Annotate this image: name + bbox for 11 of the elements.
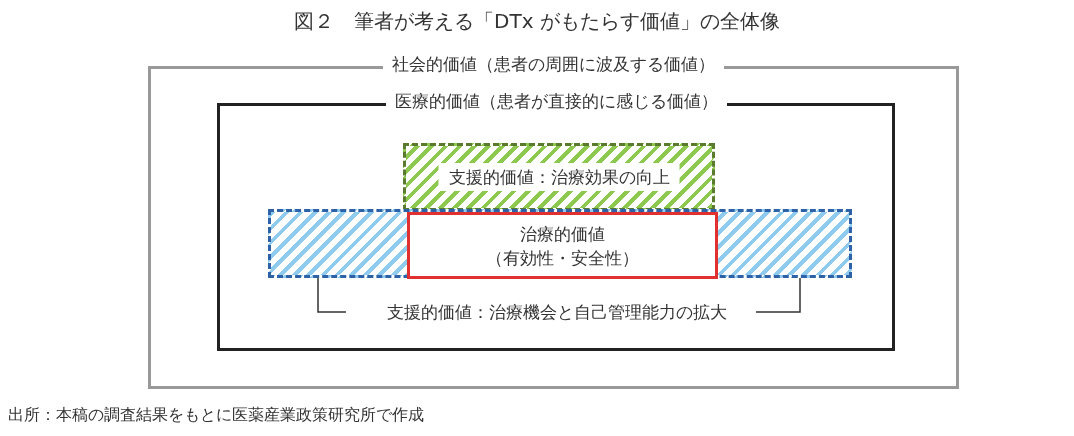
title: 図２ 筆者が考える「DTx がもたらす価値」の全体像 [293,8,781,34]
source-note: 出所：本稿の調査結果をもとに医薬産業政策研究所で作成 [8,404,424,426]
value-box [407,212,718,279]
hatched-box [403,143,715,211]
value-label: 治療的価値（有効性・安全性） [485,222,640,270]
value-label: 医療的価値（患者が直接的に感じる価値） [394,90,718,112]
leader-line [755,277,801,313]
hatched-band [268,209,852,278]
value-label: 支援的価値：治療効果の向上 [438,163,680,191]
leader-line [317,277,347,313]
value-label: 社会的価値（患者の周囲に波及する価値） [392,53,715,75]
